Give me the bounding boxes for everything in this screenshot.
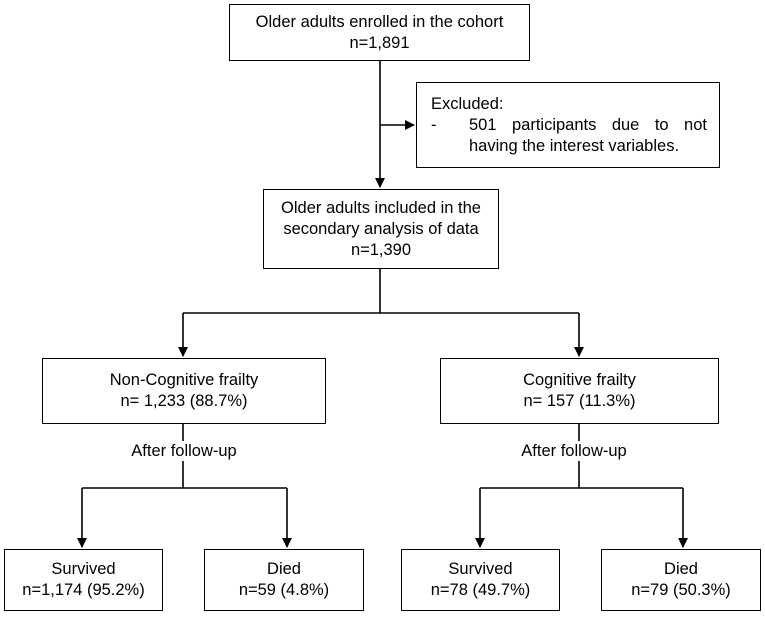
excluded-reason: - 501 participants due to not having the… [431,115,707,157]
box-non-cognitive-frailty: Non-Cognitive frailty n= 1,233 (88.7%) [42,358,326,424]
box-cognitive-frailty: Cognitive frailty n= 157 (11.3%) [440,358,719,424]
non-cognitive-follow-up-label: After follow-up [110,441,258,461]
box-cognitive-survived: Survived n=78 (49.7%) [401,549,560,611]
nc-survived-title: Survived [51,560,116,578]
c-died-title: Died [664,560,698,578]
enrolled-title: Older adults enrolled in the cohort [255,12,504,31]
c-survived-count: n=78 (49.7%) [430,581,531,599]
included-line1: Older adults included in the [281,198,481,217]
excluded-text: 501 participants due to not having the i… [469,115,707,155]
box-included: Older adults included in the secondary a… [263,189,499,269]
enrolled-count: n=1,891 [349,33,410,52]
non-cognitive-title: Non-Cognitive frailty [109,371,259,389]
nc-died-count: n=59 (4.8%) [238,581,330,599]
cognitive-count: n= 157 (11.3%) [523,392,636,410]
c-survived-title: Survived [448,560,513,578]
excluded-bullet: - [431,115,437,134]
included-line2: secondary analysis of data [283,219,479,238]
included-count: n=1,390 [350,240,412,259]
excluded-title: Excluded: [431,94,504,113]
cognitive-title: Cognitive frailty [523,371,636,389]
box-cognitive-died: Died n=79 (50.3%) [601,549,761,611]
box-non-cognitive-survived: Survived n=1,174 (95.2%) [4,549,163,611]
c-died-count: n=79 (50.3%) [631,581,731,599]
box-enrolled: Older adults enrolled in the cohort n=1,… [229,4,530,61]
nc-survived-count: n=1,174 (95.2%) [22,581,145,599]
nc-died-title: Died [267,560,301,578]
cognitive-follow-up-label: After follow-up [500,441,648,461]
box-excluded: Excluded: - 501 participants due to not … [416,82,720,168]
box-non-cognitive-died: Died n=59 (4.8%) [204,549,364,611]
non-cognitive-count: n= 1,233 (88.7%) [120,392,248,410]
